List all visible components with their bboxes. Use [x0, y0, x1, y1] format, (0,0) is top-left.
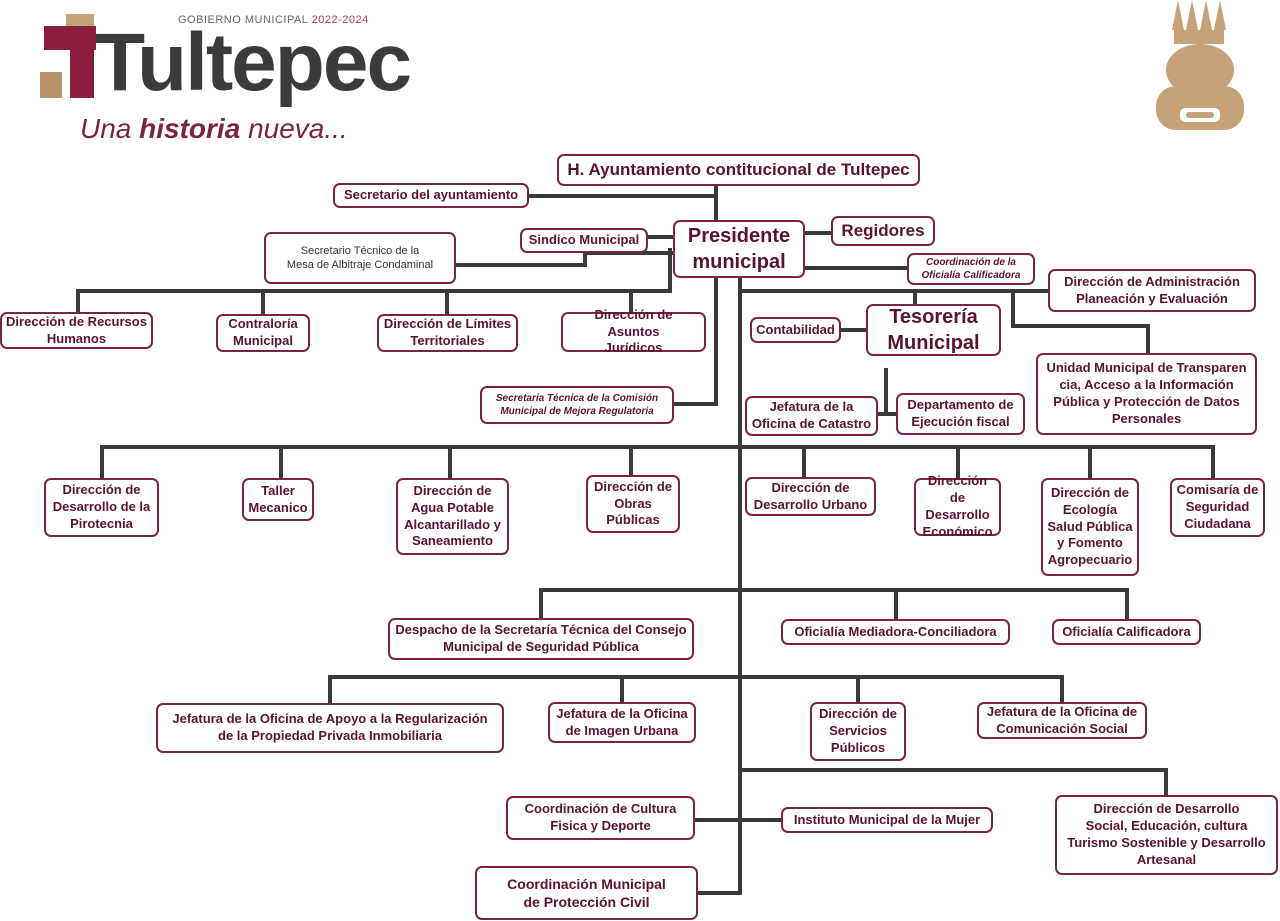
node-desarrollo-social: Dirección de Desarrollo Social, Educació… [1055, 795, 1278, 875]
node-pirotecnia: Dirección de Desarrollo de la Pirotecnia [44, 478, 159, 537]
node-imagen: Jefatura de la Oficina de Imagen Urbana [548, 702, 696, 743]
node-agua: Dirección de Agua Potable Alcantarillado… [396, 478, 509, 555]
node-mejora: Secretaria Técnica de la Comisión Munici… [480, 386, 674, 424]
node-ejecucion: Departamento de Ejecución fiscal [896, 393, 1025, 435]
node-regularizacion: Jefatura de la Oficina de Apoyo a la Reg… [156, 703, 504, 753]
connector [671, 275, 718, 406]
node-taller: Taller Mecanico [242, 478, 314, 521]
node-limites: Dirección de Límites Territoriales [377, 314, 518, 352]
slogan: Una historia nueva... [80, 113, 348, 144]
node-mesa: Secretario Técnico de la Mesa de Albitra… [264, 232, 456, 284]
node-seguridad: Comisaría de Seguridad Ciudadana [1170, 478, 1265, 537]
node-urbano: Dirección de Desarrollo Urbano [745, 477, 876, 516]
node-ayuntamiento: H. Ayuntamiento contitucional de Tultepe… [557, 154, 920, 186]
connector [695, 808, 742, 895]
connector [1011, 289, 1150, 357]
brand-name: Tultepec [95, 17, 412, 108]
aztec-emblem-icon [1156, 0, 1244, 130]
node-contabilidad: Contabilidad [750, 317, 841, 343]
connector [738, 768, 1168, 799]
node-transparencia: Unidad Municipal de Transparen cia, Acce… [1036, 353, 1257, 435]
node-obras: Dirección de Obras Públicas [586, 475, 680, 533]
node-rec-humanos: Dirección de Recursos Humanos [0, 312, 153, 349]
node-economico: Dirección de Desarrollo Económico [914, 473, 1001, 539]
node-dir-admin: Dirección de Administración Planeación y… [1048, 269, 1256, 312]
node-secretario: Secretario del ayuntamiento [333, 183, 529, 208]
node-sindico: Sindico Municipal [520, 228, 648, 253]
node-calificadora: Oficialía Calificadora [1052, 619, 1201, 645]
node-ecologia: Dirección de Ecología Salud Pública y Fo… [1041, 478, 1139, 576]
government-label: GOBIERNO MUNICIPAL 2022-2024 [178, 14, 369, 26]
node-comunicacion: Jefatura de la Oficina de Comunicación S… [977, 702, 1147, 739]
node-despacho: Despacho de la Secretaría Técnica del Co… [388, 618, 694, 660]
node-proteccion: Coordinación Municipal de Protección Civ… [475, 866, 698, 920]
node-servicios: Dirección de Servicios Públicos [810, 702, 906, 761]
node-juridicos: Dirección de Asuntos Jurídicos [561, 307, 706, 355]
node-mujer: Instituto Municipal de la Mujer [781, 807, 993, 833]
node-cultura: Coordinación de Cultura Fisica y Deporte [506, 796, 695, 840]
node-coord-oficialia: Coordinación de la Oficialía Calificador… [907, 253, 1035, 285]
node-mediadora: Oficialía Mediadora-Conciliadora [781, 619, 1010, 645]
tultepec-logo-mark [40, 14, 96, 98]
government-years: 2022-2024 [311, 14, 369, 26]
node-tesoreria: Tesorería Municipal [866, 304, 1001, 356]
node-contraloria: Contraloría Municipal [216, 314, 310, 352]
node-catastro: Jefatura de la Oficina de Catastro [745, 396, 878, 436]
connector [454, 251, 674, 267]
node-regidores: Regidores [831, 216, 935, 246]
node-presidente: Presidente municipal [673, 220, 805, 278]
